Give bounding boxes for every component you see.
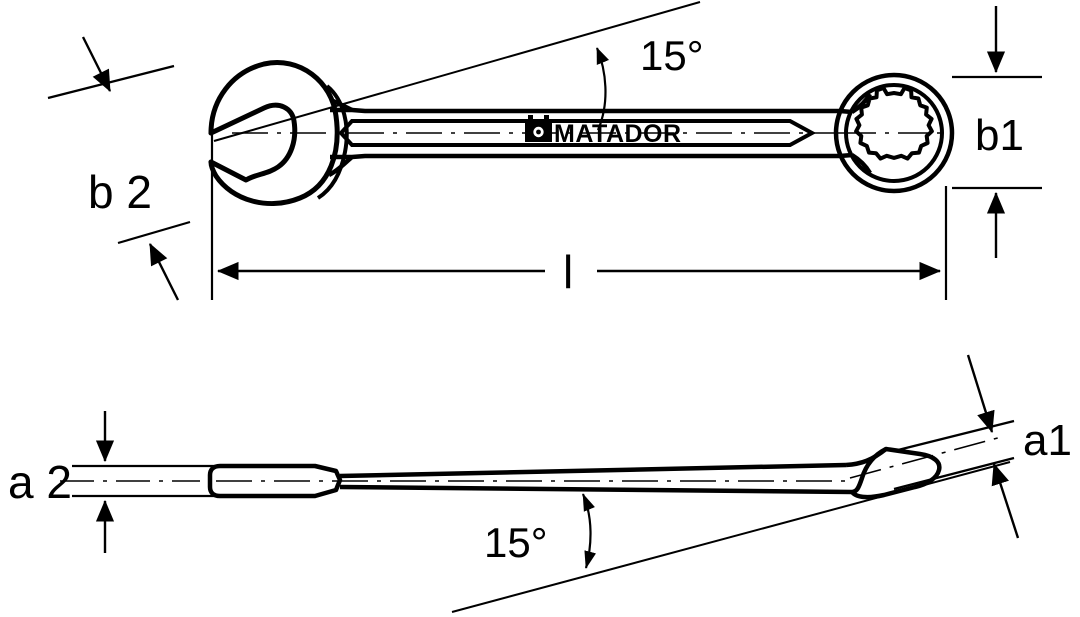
dimension-a1: a1: [893, 354, 1072, 539]
ring-12-point-profile: [854, 86, 934, 161]
angle-construction-line-top: [213, 1, 701, 142]
ring-spline-teeth: [854, 86, 934, 161]
a1-arrow-lower: [991, 462, 1020, 539]
dimension-b1: b1: [952, 6, 1042, 258]
dimension-a2: a 2: [8, 411, 215, 553]
jaw-opening-notch: [208, 102, 298, 183]
b2-extension-line-lower: [117, 220, 191, 245]
jaw-inner-edge: [316, 84, 349, 200]
b1-label: b1: [975, 111, 1024, 160]
ring-shaft-fillet-top: [850, 92, 872, 114]
side-jaw-body: [207, 463, 343, 499]
jaw-shaft-fillet-top: [330, 97, 354, 113]
angle-construction-line-bottom: [451, 461, 1011, 613]
shaft-bottom-edge: [330, 152, 853, 160]
jaw-outer-profile: [208, 60, 340, 207]
b2-arrow-upper: [81, 36, 112, 92]
b2-extension-line-upper: [47, 64, 175, 100]
a1-arrow-upper: [966, 354, 995, 434]
shaft-inner-rib: [338, 119, 817, 147]
shaft-top-edge: [330, 107, 853, 115]
angle-label-top: 15°: [640, 32, 704, 79]
side-ring-end-offset-edge: [851, 446, 888, 495]
side-view: 15° a 2 a1: [8, 354, 1072, 613]
l-label: l: [563, 246, 573, 298]
matador-logo-mark: [525, 115, 552, 142]
b2-arrow-lower: [148, 243, 180, 301]
a2-label: a 2: [8, 456, 72, 508]
angle-arc-top: [595, 47, 610, 131]
dimension-b2: b 2: [47, 36, 191, 301]
b2-label: b 2: [88, 166, 152, 218]
side-shaft-bottom-edge: [339, 484, 853, 495]
ring-shaft-fillet-bottom: [850, 153, 872, 175]
side-view-centerline: [60, 435, 1006, 482]
side-shaft-top-edge: [339, 462, 847, 479]
angle-label-bottom: 15°: [484, 519, 548, 566]
jaw-shaft-fillet-bottom: [327, 155, 354, 178]
a1-label: a1: [1023, 416, 1072, 465]
dimension-l: l: [210, 128, 948, 300]
brand-name-text: MATADOR: [554, 120, 682, 148]
angle-arc-bottom: [581, 493, 597, 569]
top-view: 15° MATADOR b 2: [47, 1, 1042, 301]
